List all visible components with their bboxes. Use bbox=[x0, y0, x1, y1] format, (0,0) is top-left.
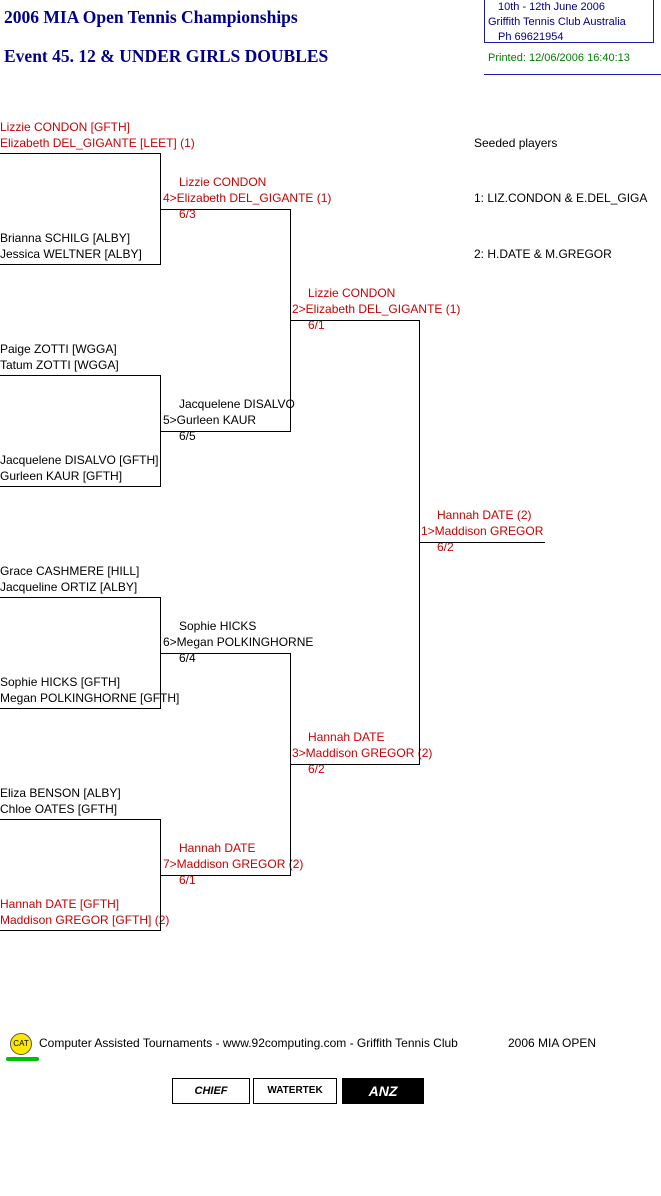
footer-credit: Computer Assisted Tournaments - www.92co… bbox=[39, 1036, 458, 1050]
bracket-line bbox=[0, 153, 161, 154]
tournament-info-box bbox=[484, 0, 654, 43]
r3-match1-player2: 2>Elizabeth DEL_GIGANTE (1) bbox=[292, 302, 461, 316]
r3-match2-player1: Hannah DATE bbox=[308, 730, 385, 744]
footer-event-name: 2006 MIA OPEN bbox=[508, 1036, 597, 1050]
seeded-players-heading: Seeded players bbox=[474, 136, 558, 150]
bracket-line bbox=[160, 375, 161, 487]
r1-team5-player1: Grace CASHMERE [HILL] bbox=[0, 564, 140, 578]
tournament-title: 2006 MIA Open Tennis Championships bbox=[4, 7, 298, 27]
r2-match3-player1: Sophie HICKS bbox=[179, 619, 257, 633]
seed-1: 1: LIZ.CONDON & E.DEL_GIGA bbox=[474, 191, 648, 205]
r2-match2-score: 6/5 bbox=[179, 429, 196, 443]
r1-team8-player2: Maddison GREGOR [GFTH] (2) bbox=[0, 913, 170, 927]
final-score: 6/2 bbox=[437, 540, 454, 554]
bracket-line bbox=[161, 653, 291, 654]
r1-team3-player2: Tatum ZOTTI [WGGA] bbox=[0, 358, 119, 372]
r1-team4-player1: Jacquelene DISALVO [GFTH] bbox=[0, 453, 159, 467]
r1-team7-player2: Chloe OATES [GFTH] bbox=[0, 802, 118, 816]
r1-team3-player1: Paige ZOTTI [WGGA] bbox=[0, 342, 117, 356]
bracket-line bbox=[291, 320, 420, 321]
tournament-dates: 10th - 12th June 2006 bbox=[498, 1, 606, 13]
r1-team1-player2: Elizabeth DEL_GIGANTE [LEET] (1) bbox=[0, 136, 195, 150]
bracket-line bbox=[291, 764, 420, 765]
bracket-line bbox=[0, 486, 161, 487]
final-player2: 1>Maddison GREGOR bbox=[421, 524, 544, 538]
bracket-line bbox=[160, 153, 161, 265]
bracket-line bbox=[0, 375, 161, 376]
bracket-line bbox=[419, 320, 420, 765]
r2-match1-player2: 4>Elizabeth DEL_GIGANTE (1) bbox=[163, 191, 332, 205]
r1-team6-player1: Sophie HICKS [GFTH] bbox=[0, 675, 121, 689]
r3-match1-score: 6/1 bbox=[308, 318, 325, 332]
tournament-phone: Ph 69621954 bbox=[498, 31, 564, 43]
bracket-line bbox=[0, 930, 161, 931]
r2-match4-player1: Hannah DATE bbox=[179, 841, 256, 855]
r1-team1-player1: Lizzie CONDON [GFTH] bbox=[0, 120, 131, 134]
r3-match1-player1: Lizzie CONDON bbox=[308, 286, 396, 300]
r1-team4-player2: Gurleen KAUR [GFTH] bbox=[0, 469, 123, 483]
bracket-line bbox=[161, 431, 291, 432]
r1-team8-player1: Hannah DATE [GFTH] bbox=[0, 897, 120, 911]
sponsor-logo-watertek: WATERTEK bbox=[253, 1078, 337, 1104]
r2-match3-player2: 6>Megan POLKINGHORNE bbox=[163, 635, 314, 649]
header-divider bbox=[484, 74, 661, 75]
r1-team6-player2: Megan POLKINGHORNE [GFTH] bbox=[0, 691, 180, 705]
r2-match4-score: 6/1 bbox=[179, 873, 196, 887]
r1-team7-player1: Eliza BENSON [ALBY] bbox=[0, 786, 121, 800]
cat-logo-icon: CAT bbox=[10, 1033, 32, 1055]
tournament-venue: Griffith Tennis Club Australia bbox=[488, 16, 626, 28]
cat-logo-underline bbox=[6, 1057, 39, 1061]
bracket-line bbox=[0, 708, 161, 709]
r2-match1-player1: Lizzie CONDON bbox=[179, 175, 267, 189]
bracket-line bbox=[290, 653, 291, 876]
r2-match2-player2: 5>Gurleen KAUR bbox=[163, 413, 257, 427]
bracket-line bbox=[160, 819, 161, 931]
bracket-line bbox=[290, 209, 291, 432]
r2-match2-player1: Jacquelene DISALVO bbox=[179, 397, 295, 411]
r3-match2-score: 6/2 bbox=[308, 762, 325, 776]
bracket-line bbox=[160, 597, 161, 709]
final-player1: Hannah DATE (2) bbox=[437, 508, 532, 522]
r1-team2-player1: Brianna SCHILG [ALBY] bbox=[0, 231, 131, 245]
r1-team2-player2: Jessica WELTNER [ALBY] bbox=[0, 247, 142, 261]
r2-match3-score: 6/4 bbox=[179, 651, 196, 665]
r2-match1-score: 6/3 bbox=[179, 207, 196, 221]
sponsor-logo-1: CHIEF bbox=[172, 1078, 250, 1104]
r3-match2-player2: 3>Maddison GREGOR (2) bbox=[292, 746, 433, 760]
r1-team5-player2: Jacqueline ORTIZ [ALBY] bbox=[0, 580, 138, 594]
r2-match4-player2: 7>Maddison GREGOR (2) bbox=[163, 857, 304, 871]
bracket-line bbox=[420, 542, 545, 543]
bracket-line bbox=[161, 209, 291, 210]
seed-2: 2: H.DATE & M.GREGOR bbox=[474, 247, 612, 261]
bracket-line bbox=[0, 819, 161, 820]
sponsor-logo-anz: ANZ bbox=[342, 1078, 424, 1104]
bracket-line bbox=[161, 875, 291, 876]
printed-timestamp: Printed: 12/06/2006 16:40:13 bbox=[488, 52, 630, 64]
bracket-line bbox=[0, 264, 161, 265]
bracket-line bbox=[0, 597, 161, 598]
event-title: Event 45. 12 & UNDER GIRLS DOUBLES bbox=[4, 46, 329, 66]
